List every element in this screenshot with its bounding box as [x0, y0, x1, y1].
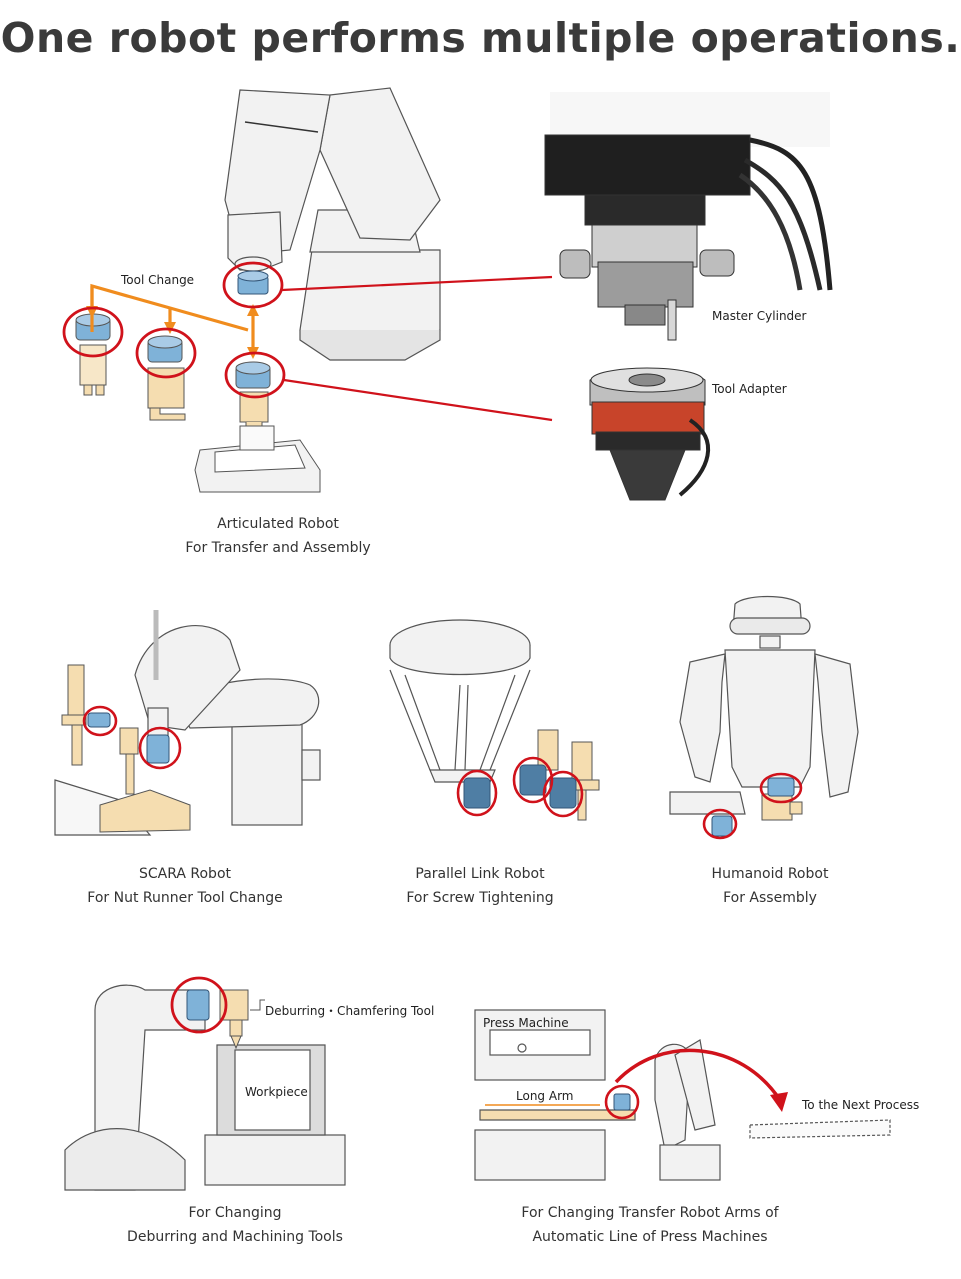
tool-change-label: Tool Change — [121, 273, 195, 287]
caption-line-1: Parallel Link Robot — [415, 866, 545, 882]
press-highlight-circle — [604, 1084, 640, 1120]
caption-line-2: For Assembly — [723, 890, 817, 906]
parallel-link-robot-illustration — [389, 619, 600, 821]
caption-line-2: Deburring and Machining Tools — [127, 1229, 343, 1245]
caption-line-1: Humanoid Robot — [711, 866, 829, 882]
humanoid-robot-panel: Humanoid Robot For Assembly — [650, 592, 890, 910]
caption-line-2: Automatic Line of Press Machines — [532, 1229, 768, 1245]
scara-nut-runner-tools — [61, 664, 139, 795]
workstation-fixture — [194, 425, 321, 493]
tool-adapter-label: Tool Adapter — [712, 382, 787, 396]
workpiece-label: Workpiece — [245, 1085, 308, 1099]
deburring-panel: Deburring・Chamfering Tool Workpiece For … — [55, 970, 445, 1260]
parallel-link-robot-caption: Parallel Link Robot For Screw Tightening — [360, 862, 600, 910]
deburring-caption: For Changing Deburring and Machining Too… — [85, 1201, 385, 1249]
parallel-highlight-circles — [456, 756, 584, 818]
caption-line-2: For Nut Runner Tool Change — [87, 890, 283, 906]
press-machine-caption: For Changing Transfer Robot Arms of Auto… — [485, 1201, 815, 1249]
next-process-arrowhead — [770, 1092, 788, 1112]
humanoid-robot-illustration — [669, 595, 859, 840]
deburring-tool-label: Deburring・Chamfering Tool — [265, 1004, 435, 1018]
humanoid-robot-caption: Humanoid Robot For Assembly — [650, 862, 890, 910]
master-cylinder-label: Master Cylinder — [712, 309, 807, 323]
long-arm-label: Long Arm — [516, 1089, 574, 1103]
page-title: One robot performs multiple operations. — [0, 14, 961, 62]
scara-robot-caption: SCARA Robot For Nut Runner Tool Change — [40, 862, 330, 910]
caption-line-1: For Changing — [188, 1205, 282, 1221]
humanoid-tool-changers — [711, 777, 795, 837]
scara-robot-panel: SCARA Robot For Nut Runner Tool Change — [40, 600, 330, 910]
articulated-robot-body — [224, 87, 441, 361]
press-machine-panel: Press Machine Long Arm To the Next Proce… — [470, 1000, 930, 1260]
caption-line-1: SCARA Robot — [138, 866, 232, 882]
callout-lines — [281, 275, 553, 422]
next-process-arrow — [614, 1048, 782, 1101]
scara-workpiece — [99, 789, 191, 833]
articulated-robot-illustration — [62, 87, 833, 501]
scara-robot-illustration — [54, 610, 321, 836]
caption-line-1: For Changing Transfer Robot Arms of — [521, 1205, 779, 1221]
parallel-tool-changers — [463, 764, 577, 809]
articulated-robot-caption: Articulated Robot For Transfer and Assem… — [158, 512, 398, 560]
caption-line-1: Articulated Robot — [217, 516, 339, 532]
tool-label-leader — [250, 999, 265, 1011]
deburring-highlight-circle — [170, 976, 228, 1034]
tool-adapter-image — [589, 367, 710, 501]
robot-tool-changer — [237, 270, 269, 295]
parallel-link-robot-panel: Parallel Link Robot For Screw Tightening — [360, 600, 600, 910]
scara-tool-changers — [87, 712, 170, 764]
caption-line-2: For Screw Tightening — [406, 890, 554, 906]
caption-line-2: For Transfer and Assembly — [185, 540, 371, 556]
deburring-illustration — [64, 976, 346, 1191]
deburring-tool-changer — [186, 989, 210, 1021]
next-process-label: To the Next Process — [802, 1098, 920, 1112]
press-tool-changer — [613, 1093, 631, 1111]
highlight-circles — [62, 261, 286, 399]
press-machine-illustration — [474, 1009, 891, 1181]
humanoid-highlight-circles — [702, 772, 803, 840]
articulated-robot-panel: Tool Change Master Cylinder Tool Adapter… — [0, 0, 961, 570]
tool-gripper-1 — [75, 313, 111, 396]
scara-highlight-circles — [82, 705, 182, 770]
master-cylinder-image — [544, 92, 833, 341]
press-machine-label: Press Machine — [483, 1016, 569, 1030]
